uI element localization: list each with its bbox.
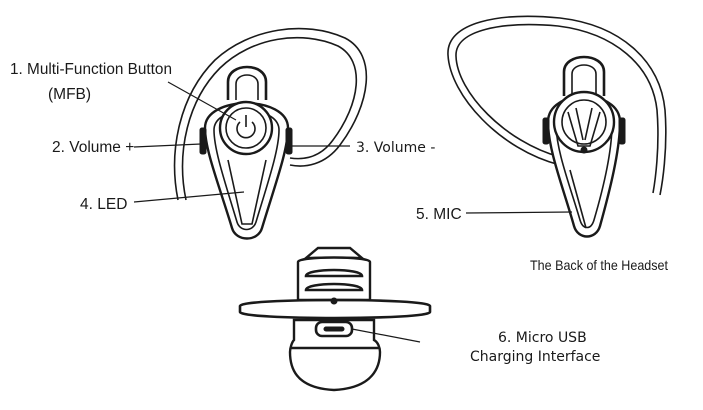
leader-mfb bbox=[167, 81, 237, 121]
label-usb-line2: Charging Interface bbox=[470, 349, 600, 365]
bottom-hook-disc bbox=[238, 298, 432, 320]
front-top-loop-inner bbox=[235, 74, 259, 100]
label-led: 4. LED bbox=[80, 196, 127, 213]
back-side-key-right bbox=[618, 117, 626, 145]
mfb-button-ring bbox=[218, 100, 274, 156]
label-usb-line1: 6. Micro USB bbox=[498, 330, 587, 346]
back-speaker-grille-2 bbox=[575, 107, 593, 141]
bottom-knob-slot-bottom bbox=[304, 282, 364, 292]
label-mfb-line1: 1. Multi-Function Button bbox=[10, 61, 172, 78]
back-speaker-grille bbox=[567, 111, 601, 147]
label-mic: 5. MIC bbox=[416, 206, 462, 223]
label-mfb-line2: (MFB) bbox=[48, 86, 91, 103]
power-icon bbox=[236, 115, 256, 139]
mfb-button-face bbox=[225, 107, 267, 149]
leader-volume-up bbox=[133, 143, 202, 148]
back-stem-groove bbox=[569, 169, 587, 229]
bottom-headset bbox=[238, 246, 432, 392]
caption-back-of-headset: The Back of the Headset bbox=[530, 257, 668, 273]
front-headset bbox=[173, 27, 368, 240]
label-volume-up: 2. Volume + bbox=[52, 139, 134, 156]
leader-mic bbox=[465, 211, 573, 214]
bottom-disc-pin bbox=[330, 297, 338, 305]
back-speaker-dot bbox=[580, 146, 588, 154]
front-top-loop bbox=[226, 65, 268, 100]
front-ear-hook-outer bbox=[173, 27, 368, 201]
back-side-key-left bbox=[542, 117, 550, 145]
bottom-knob-body bbox=[296, 256, 372, 302]
back-speaker-inner bbox=[561, 99, 607, 145]
front-volume-down-key bbox=[285, 127, 293, 155]
bottom-knob-slot-top bbox=[304, 268, 364, 278]
back-top-loop bbox=[562, 55, 606, 96]
micro-usb-port-inner bbox=[323, 326, 345, 332]
back-ear-hook-inner bbox=[455, 23, 659, 194]
back-top-loop-inner bbox=[571, 64, 597, 96]
back-speaker-ring bbox=[552, 90, 616, 154]
leader-usb bbox=[351, 328, 421, 343]
label-volume-down: 3. Volume - bbox=[356, 140, 435, 156]
front-volume-up-key bbox=[199, 127, 207, 155]
back-headset bbox=[447, 15, 667, 238]
front-led-strip bbox=[227, 159, 267, 225]
back-ear-hook-outer bbox=[447, 15, 667, 196]
leader-led bbox=[133, 191, 245, 203]
front-ear-hook-inner bbox=[181, 36, 358, 201]
